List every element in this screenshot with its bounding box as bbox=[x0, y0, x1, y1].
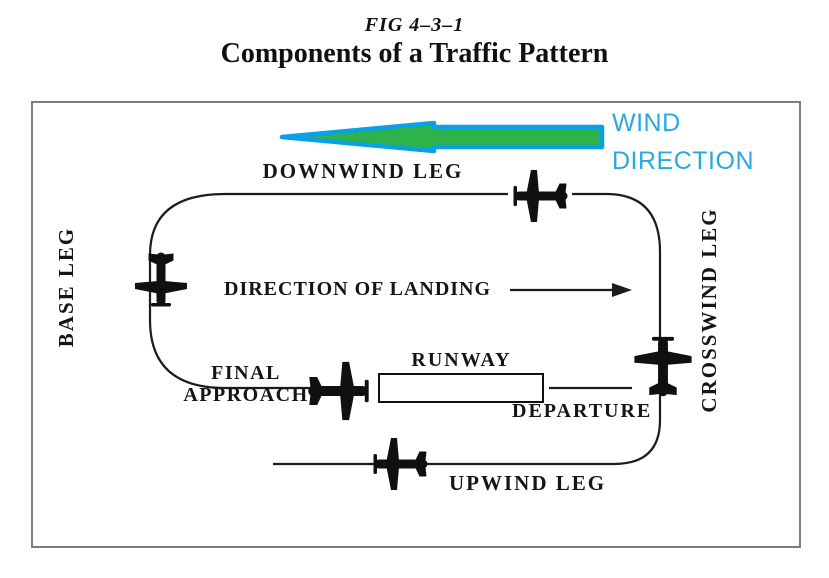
final-approach-label: FINAL APPROACH bbox=[180, 362, 312, 406]
landing-direction-arrowhead-icon bbox=[612, 283, 632, 297]
wind-label-line1: WIND bbox=[612, 109, 681, 137]
airplane-icon-final bbox=[308, 361, 369, 421]
base-leg-label: BASE LEG bbox=[54, 226, 78, 348]
wind-direction-arrow-icon bbox=[279, 120, 605, 154]
airplane-icon-crosswind bbox=[634, 336, 692, 397]
direction-of-landing-label: DIRECTION OF LANDING bbox=[224, 278, 492, 300]
figure-title: Components of a Traffic Pattern bbox=[220, 38, 609, 69]
downwind-leg-label: DOWNWIND LEG bbox=[262, 159, 464, 183]
final-approach-line1: FINAL bbox=[211, 362, 281, 384]
upwind-leg-label: UPWIND LEG bbox=[449, 471, 607, 495]
departure-label: DEPARTURE bbox=[512, 400, 653, 422]
final-approach-line2: APPROACH bbox=[183, 384, 309, 406]
pattern-line-right-circuit bbox=[273, 192, 662, 466]
crosswind-leg-label: CROSSWIND LEG bbox=[697, 207, 721, 413]
airplane-icon-downwind bbox=[513, 170, 568, 222]
runway-label: RUNWAY bbox=[411, 349, 512, 371]
wind-direction-label: WIND DIRECTION bbox=[612, 104, 754, 180]
runway-rect bbox=[378, 373, 544, 403]
airplane-icon-upwind bbox=[373, 438, 428, 490]
figure-number: FIG 4–3–1 bbox=[364, 14, 465, 36]
wind-label-line2: DIRECTION bbox=[612, 147, 754, 175]
airplane-icon-base bbox=[135, 252, 187, 307]
diagram-box bbox=[31, 101, 801, 548]
